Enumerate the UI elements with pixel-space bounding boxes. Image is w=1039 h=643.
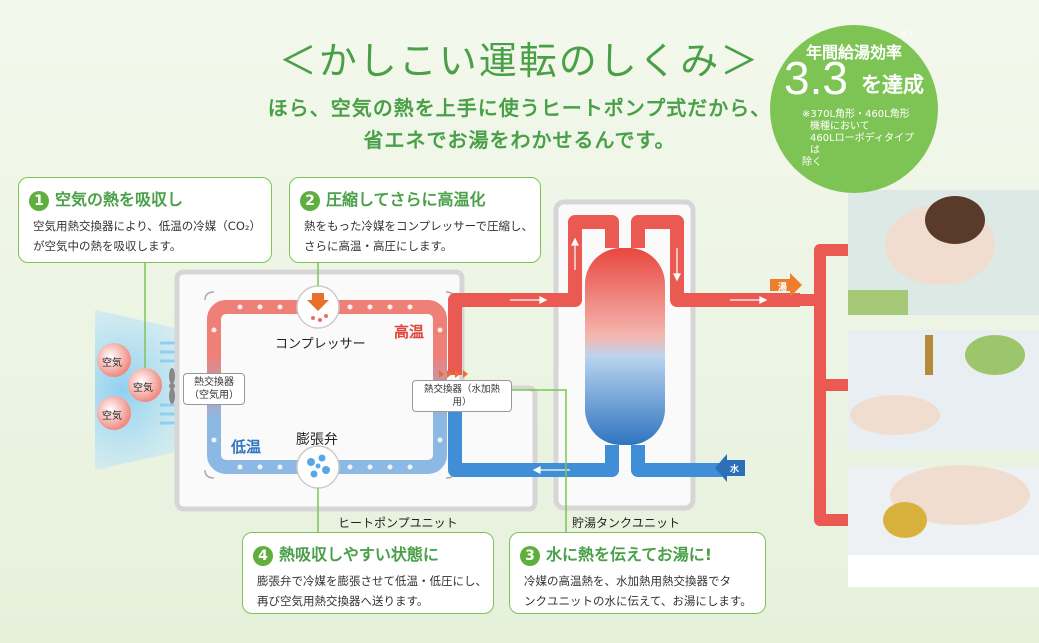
fan-icon: [169, 368, 175, 404]
high-temp-label: 高温: [394, 323, 425, 341]
step-heading-text: 空気の熱を吸収し: [55, 190, 184, 209]
photo-face-wash: [848, 190, 1039, 315]
step-1-body: 空気用熱交換器により、低温の冷媒（CO₂） が空気中の熱を吸収します。: [33, 216, 261, 256]
badge-label: 年間給湯効率: [805, 43, 902, 62]
air-ball-3: [97, 396, 131, 430]
step-body-line: が空気中の熱を吸収します。: [33, 239, 182, 253]
water-tag: 水: [730, 465, 740, 475]
badge-suffix: を達成: [861, 73, 924, 97]
step-number-badge: 4: [253, 546, 273, 566]
step-1-callout: 1 空気の熱を吸収し 空気用熱交換器により、低温の冷媒（CO₂） が空気中の熱を吸…: [18, 177, 272, 263]
air-ball-2: [128, 368, 162, 402]
badge-footnote: ※370L角形・460L角形 機種において 460Lローボディタイプは 除く: [802, 109, 922, 169]
expansion-valve-label: 膨張弁: [296, 432, 338, 448]
badge-footnote-line: ※370L角形・460L角形: [802, 109, 910, 120]
air-hx-label: 熱交換器: [194, 377, 234, 388]
step-body-line: 膨張弁で冷媒を膨張させて低温・低圧にし、: [257, 574, 487, 588]
subtitle-line-2: 省エネでお湯をわかせるんです。: [363, 128, 676, 152]
compressor-label: コンプレッサー: [275, 337, 366, 352]
tank-unit-label: 貯湯タンクユニット: [572, 516, 681, 530]
step-number-badge: 2: [300, 191, 320, 211]
step-body-line: ンクユニットの水に伝えて、お湯にします。: [524, 594, 752, 608]
low-temp-label: 低温: [231, 438, 262, 456]
step-3-callout: 3 水に熱を伝えてお湯に! 冷媒の高温熱を、水加熱用熱交換器でタ ンクユニットの水…: [509, 532, 766, 614]
step-2-body: 熱をもった冷媒をコンプレッサーで圧縮し、 さらに高温・高圧にします。: [304, 216, 533, 256]
air-hx-sublabel: （空気用）: [189, 390, 239, 401]
callout-connectors: [144, 262, 567, 532]
step-heading-text: 熱吸収しやすい状態に: [279, 545, 439, 564]
step-1-heading: 1 空気の熱を吸収し: [29, 186, 183, 211]
step-body-line: 再び空気用熱交換器へ送ります。: [257, 594, 429, 608]
step-4-heading: 4 熱吸収しやすい状態に: [253, 541, 439, 566]
step-2-heading: 2 圧縮してさらに高温化: [300, 186, 486, 211]
step-body-line: さらに高温・高圧にします。: [304, 239, 453, 253]
pipe-flow-arrows: [510, 237, 768, 474]
hot-chevrons: [439, 370, 468, 378]
badge-footnote-line: 除く: [802, 157, 822, 168]
hot-water-arrow: [770, 273, 802, 297]
step-3-body: 冷媒の高温熱を、水加熱用熱交換器でタ ンクユニットの水に伝えて、お湯にします。: [524, 571, 752, 611]
air-label-1: 空気: [102, 358, 122, 369]
badge-footnote-line: 460Lローボディタイプは: [810, 133, 914, 156]
air-heat-exchanger: 熱交換器 （空気用）: [183, 373, 245, 405]
step-3-heading: 3 水に熱を伝えてお湯に!: [520, 541, 712, 566]
step-4-body: 膨張弁で冷媒を膨張させて低温・低圧にし、 再び空気用熱交換器へ送ります。: [257, 571, 487, 611]
step-body-line: 空気用熱交換器により、低温の冷媒（CO₂）: [33, 219, 261, 233]
badge-note-mark: ※3: [900, 29, 914, 39]
page-title: ＜かしこい運転のしくみ＞: [278, 39, 761, 83]
subtitle-line-1: ほら、空気の熱を上手に使うヒートポンプ式だから、: [267, 96, 772, 120]
air-label-2: 空気: [133, 383, 153, 394]
step-body-line: 冷媒の高温熱を、水加熱用熱交換器でタ: [524, 574, 731, 588]
photo-faucet: [848, 330, 1039, 450]
efficiency-badge: 年間給湯効率 ※3 3.3 を達成 ※370L角形・460L角形 機種において …: [770, 25, 938, 193]
heat-pump-unit-label: ヒートポンプユニット: [338, 516, 458, 530]
water-heat-exchanger: 熱交換器（水加熱用）: [412, 380, 512, 412]
step-number-badge: 1: [29, 191, 49, 211]
refrigerant-dots: [211, 304, 443, 470]
step-body-line: 熱をもった冷媒をコンプレッサーで圧縮し、: [304, 219, 533, 233]
step-2-callout: 2 圧縮してさらに高温化 熱をもった冷媒をコンプレッサーで圧縮し、 さらに高温・高…: [289, 177, 541, 263]
badge-value: 3.3: [784, 52, 848, 104]
badge-footnote-line: 機種において: [810, 121, 870, 132]
outlet-pipes: [800, 244, 850, 526]
photo-bath: [848, 465, 1039, 587]
water-inlet-arrow: [715, 454, 745, 482]
step-heading-text: 水に熱を伝えてお湯に!: [546, 545, 713, 564]
step-heading-text: 圧縮してさらに高温化: [326, 190, 486, 209]
hot-water-tag: 湯: [778, 283, 788, 293]
step-4-callout: 4 熱吸収しやすい状態に 膨張弁で冷媒を膨張させて低温・低圧にし、 再び空気用熱交…: [242, 532, 494, 614]
step-number-badge: 3: [520, 546, 540, 566]
hot-water-tank: [585, 248, 665, 445]
air-label-3: 空気: [102, 411, 122, 422]
air-ball-1: [97, 343, 131, 377]
